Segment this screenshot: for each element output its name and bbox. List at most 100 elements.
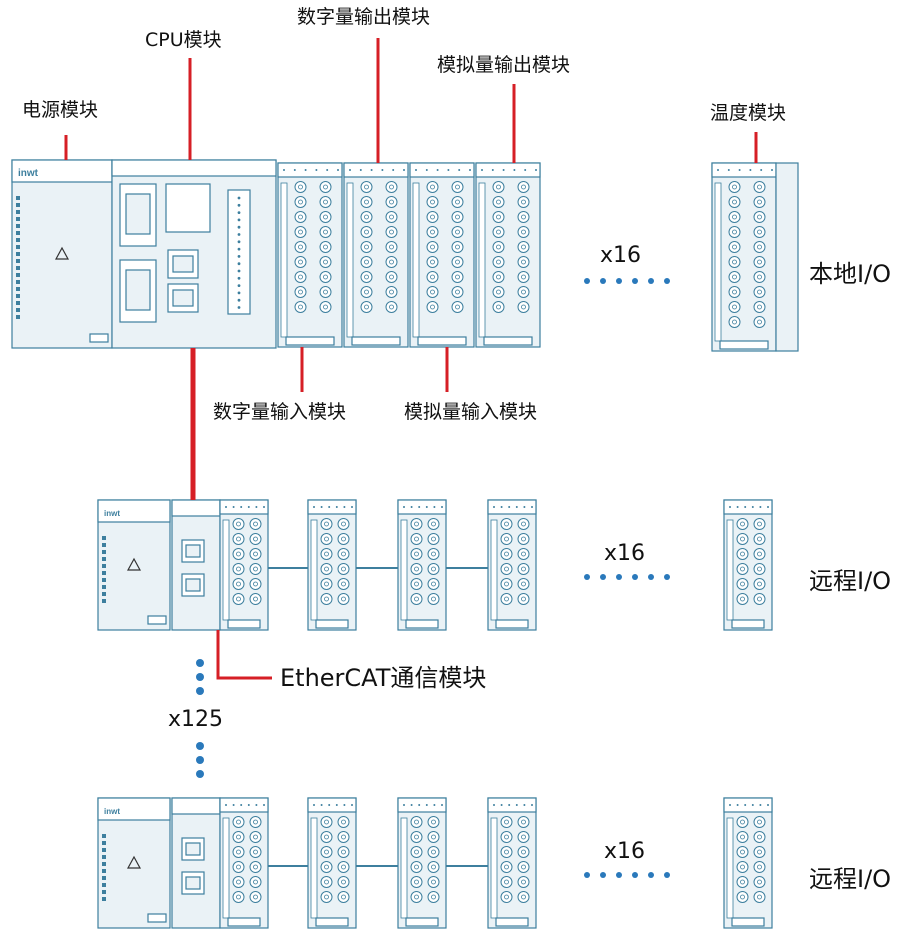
cpu-module [111,159,277,349]
terminal-screw [294,226,307,238]
terminal-screw-center [504,864,509,870]
module-header [711,162,777,178]
status-led [500,804,503,806]
terminal-screw-center [740,849,745,855]
terminal-screw-center [732,274,737,280]
terminal-screw [451,211,464,223]
terminal-screw [753,196,766,208]
terminal-screw-center [455,274,460,280]
status-led [381,169,384,171]
terminal-screw-center [389,229,394,235]
status-led [531,804,533,806]
terminal-screw [517,548,530,560]
ethercat-module-1 [171,499,221,631]
terminal-label-strip [400,817,408,919]
terminal-screw-center [236,879,241,885]
terminal-screw [426,256,439,268]
status-led [370,169,373,171]
ethernet-port-2-jack [185,876,201,890]
terminal-screw [492,196,505,208]
terminal-screw-center [298,184,303,190]
terminal-screw-center [389,244,394,250]
terminal-label-strip [714,182,722,342]
terminal-screw-center [740,566,745,572]
terminal-screw [249,891,262,903]
terminal-label-strip [400,519,408,621]
terminal-screw-center [253,894,258,900]
terminal-label-strip [310,817,318,919]
ethernet-port-1-jack [185,544,201,558]
terminal-screw-center [431,566,436,572]
terminal-screw-center [521,229,526,235]
status-led [727,169,730,171]
terminal-screw [753,533,766,545]
analog-input-module-label: 模拟量输入模块 [404,401,538,423]
module-foot [227,619,261,629]
status-led [749,169,752,171]
terminal-screw [360,181,373,193]
vent-slot [102,585,106,589]
terminal-screw [337,846,350,858]
terminal-screw [249,563,262,575]
digital-input-module [277,162,343,348]
terminal-screw-center [757,894,762,900]
terminal-screw [753,226,766,238]
connector-pin [237,247,241,251]
terminal-screw [753,876,766,888]
terminal-screw-center [504,879,509,885]
terminal-screw-center [496,244,501,250]
digital-input-module-label: 数字量输入模块 [213,401,347,423]
terminal-screw-center [414,879,419,885]
terminal-screw [232,846,245,858]
warning-icon [126,557,142,571]
module-header [409,162,475,178]
terminal-screw-center [324,894,329,900]
terminal-screw-center [430,229,435,235]
terminal-screw-center [757,521,762,527]
status-led [433,506,436,508]
terminal-screw-center [521,214,526,220]
terminal-screw-center [324,566,329,572]
terminal-screw-center [253,596,258,602]
terminal-screw [451,301,464,313]
vent-slot [16,266,20,270]
terminal-screw-center [521,259,526,265]
terminal-screw [410,548,423,560]
status-led [320,506,323,508]
cpu-module-label: CPU模块 [145,29,222,51]
terminal-screw-center [757,199,762,205]
status-led [751,804,754,806]
status-led [441,506,443,508]
terminal-screw [320,891,333,903]
digital-output-module-label: 数字量输出模块 [297,6,431,28]
vent-slot [16,280,20,284]
terminal-screw-center [431,551,436,557]
status-led [255,506,258,508]
vent-slot [102,571,106,575]
status-led [458,169,461,171]
terminal-screw [426,226,439,238]
terminal-screw [451,196,464,208]
terminal-screw [385,241,398,253]
terminal-screw-center [521,819,526,825]
connector-pin [237,211,241,215]
status-led [410,804,413,806]
analog-output-module [475,162,541,348]
terminal-screw [753,271,766,283]
terminal-screw [320,861,333,873]
terminal-screw-center [496,214,501,220]
terminal-screw-center [341,596,346,602]
terminal-screw [753,286,766,298]
terminal-screw [753,181,766,193]
terminal-screw-center [521,879,526,885]
terminal-screw [753,211,766,223]
terminal-screw [500,876,513,888]
terminal-screw-center [732,199,737,205]
terminal-screw-center [298,289,303,295]
remote-io-module-d-1 [487,499,537,631]
status-led [531,506,533,508]
remote-io-module-e-2 [723,797,773,929]
terminal-screw [451,271,464,283]
remote-io-label-1: 远程I/O [809,567,892,595]
terminal-screw [385,196,398,208]
